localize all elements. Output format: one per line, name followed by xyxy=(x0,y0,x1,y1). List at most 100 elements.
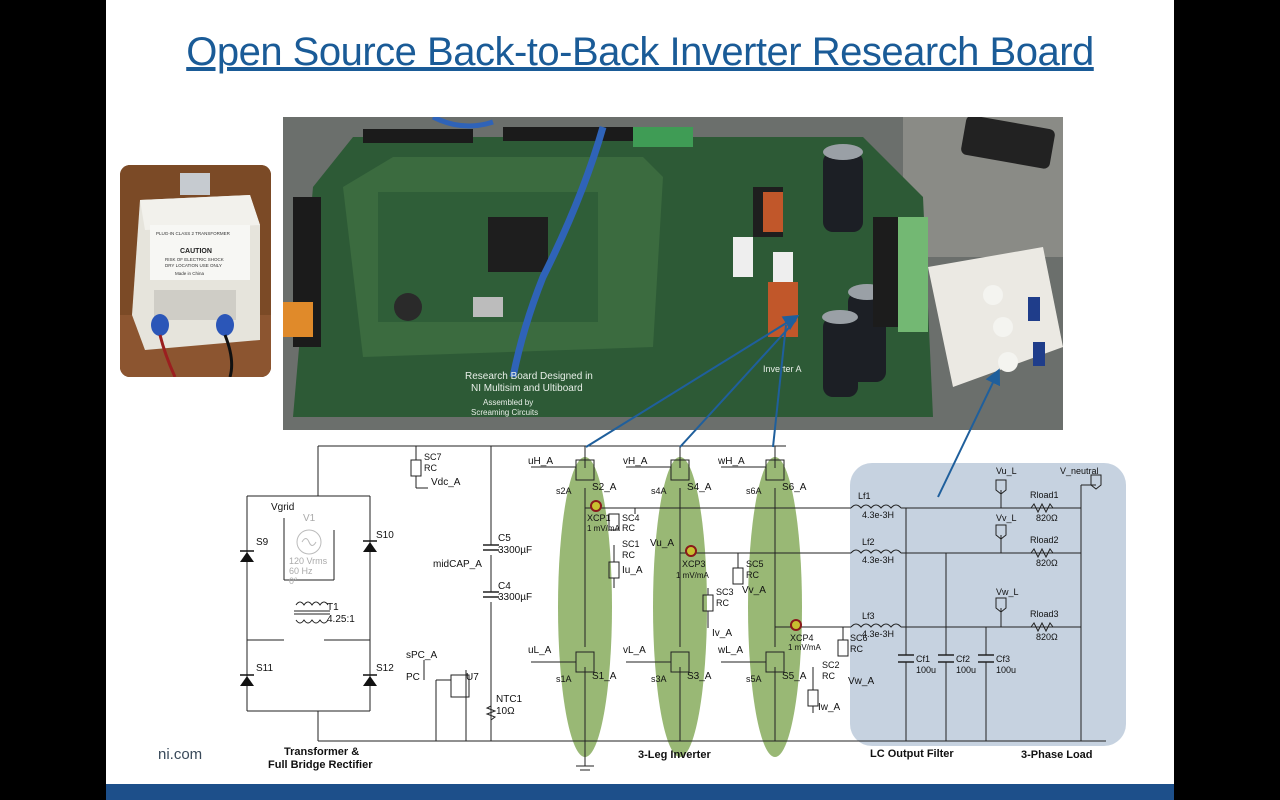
switch-s5 xyxy=(765,651,785,673)
label-sc6-rc: RC xyxy=(850,644,863,654)
section-label-lc-filter: LC Output Filter xyxy=(870,748,954,760)
label-switch-s2: S2_A xyxy=(592,482,617,493)
label-gate-vh: vH_A xyxy=(623,456,648,467)
warning-label xyxy=(150,225,250,280)
probe-xcp3-icon xyxy=(685,545,697,557)
transformer-illustration: PLUG-IN CLASS 2 TRANSFORMER CAUTION RISK… xyxy=(120,165,271,377)
rload3-icon xyxy=(1030,621,1054,633)
label-xcp3-scale: 1 mV/mA xyxy=(676,571,710,580)
transformer-label-line: Made in China xyxy=(175,271,205,276)
label-xcp4-scale: 1 mV/mA xyxy=(788,643,822,652)
label-sc3-rc: RC xyxy=(716,598,729,608)
label-sc4-rc: RC xyxy=(622,523,635,533)
slide-title[interactable]: Open Source Back-to-Back Inverter Resear… xyxy=(186,30,1094,74)
switch-s6 xyxy=(765,459,785,481)
sensor-sc1 xyxy=(608,561,620,579)
diode-s9-icon xyxy=(240,552,254,562)
transformer-label-line: PLUG-IN CLASS 2 TRANSFORMER xyxy=(156,231,231,236)
label-gate-uh: uH_A xyxy=(528,456,553,467)
switch-s3 xyxy=(670,651,690,673)
ac-source-icon xyxy=(296,529,322,555)
label-rload1-value: 820Ω xyxy=(1036,513,1058,523)
transformer-label-line: DRY LOCATION USE ONLY xyxy=(165,263,222,268)
label-s9: S9 xyxy=(256,537,269,548)
board-silkscreen-line: Research Board Designed in xyxy=(465,371,593,382)
switch-s4 xyxy=(670,459,690,481)
label-sc2: SC2 xyxy=(822,660,840,670)
label-rload3-value: 820Ω xyxy=(1036,632,1058,642)
sensor-sc7 xyxy=(410,459,422,477)
label-sense-s2a: s2A xyxy=(556,486,572,496)
transformer-label-line: RISK OF ELECTRIC SHOCK xyxy=(165,257,224,262)
sensor-sc3 xyxy=(702,594,714,612)
label-gate-wl: wL_A xyxy=(717,645,743,656)
label-switch-s1: S1_A xyxy=(592,671,617,682)
label-sc2-rc: RC xyxy=(822,671,835,681)
label-gate-ul: uL_A xyxy=(528,645,552,656)
label-sense-s3a: s3A xyxy=(651,674,667,684)
diode-s12-icon xyxy=(363,676,377,686)
ntc-resistor-icon xyxy=(485,705,497,721)
node-vu-l-icon xyxy=(995,479,1007,495)
probe-xcp1-icon xyxy=(590,500,602,512)
node-vw-l-icon xyxy=(995,597,1007,613)
label-sense-s1a: s1A xyxy=(556,674,572,684)
switch-s2 xyxy=(575,459,595,481)
rectifier-diodes xyxy=(240,542,377,686)
label-c5: C5 xyxy=(498,533,511,544)
switch-s1 xyxy=(575,651,595,673)
label-xcp4: XCP4 xyxy=(790,633,814,643)
arrow-leg-w xyxy=(772,324,787,448)
label-t1: T1 xyxy=(327,602,339,613)
label-s11: S11 xyxy=(256,663,273,674)
label-cf3: Cf3 xyxy=(996,654,1010,664)
inductor-lf3-icon xyxy=(850,623,902,628)
arrow-filter xyxy=(937,368,1001,498)
label-v1: V1 xyxy=(303,513,316,524)
terminal-block xyxy=(633,127,693,147)
footer-url[interactable]: ni.com xyxy=(158,746,203,763)
label-c5-value: 3300µF xyxy=(498,545,532,556)
label-t1-ratio: 4.25:1 xyxy=(327,614,355,625)
label-xcp1: XCP1 xyxy=(587,513,611,523)
label-lf2-value: 4.3e-3H xyxy=(862,555,894,565)
lc-filter-region xyxy=(850,463,1126,746)
label-s12: S12 xyxy=(376,663,394,674)
section-label-rectifier: Full Bridge Rectifier xyxy=(268,759,373,771)
label-lf3-value: 4.3e-3H xyxy=(862,629,894,639)
label-spc: sPC_A xyxy=(406,650,437,661)
diode-s11-icon xyxy=(240,676,254,686)
label-lf1-value: 4.3e-3H xyxy=(862,510,894,520)
label-vgrid: Vgrid xyxy=(271,502,294,513)
wall-adapter xyxy=(961,117,1055,169)
label-vw-l: Vw_L xyxy=(996,587,1019,597)
label-sc4: SC4 xyxy=(622,513,640,523)
label-sense-s6a: s6A xyxy=(746,486,762,496)
label-cf1-value: 100u xyxy=(916,665,936,675)
label-sc7-rc: RC xyxy=(424,463,437,473)
label-switch-s4: S4_A xyxy=(687,482,712,493)
label-sense-s4a: s4A xyxy=(651,486,667,496)
label-lf3: Lf3 xyxy=(862,611,875,621)
label-sc1-rc: RC xyxy=(622,550,635,560)
label-sc6: SC6 xyxy=(850,633,868,643)
label-xcp1-scale: 1 mV/mA xyxy=(587,524,621,533)
label-xcp3: XCP3 xyxy=(682,559,706,569)
terminal-lug xyxy=(151,314,169,336)
label-iv: Iv_A xyxy=(712,628,732,639)
label-rload1: Rload1 xyxy=(1030,490,1059,500)
rload1-icon xyxy=(1030,502,1054,514)
label-vdc: Vdc_A xyxy=(431,477,461,488)
board-illustration: Research Board Designed in NI Multisim a… xyxy=(283,117,1063,430)
label-v1-freq: 60 Hz xyxy=(289,566,313,576)
transformer-photo: PLUG-IN CLASS 2 TRANSFORMER CAUTION RISK… xyxy=(120,165,271,377)
label-midcap: midCAP_A xyxy=(433,559,482,570)
arrow-leg-v xyxy=(679,319,797,448)
label-c4-value: 3300µF xyxy=(498,592,532,603)
board-photo: Research Board Designed in NI Multisim a… xyxy=(283,117,1063,430)
label-v1-phase: 0° xyxy=(289,576,298,586)
label-v1-voltage: 120 Vrms xyxy=(289,556,328,566)
section-label-transformer: Transformer & xyxy=(284,746,359,758)
board-silkscreen-line: Assembled by xyxy=(483,398,533,407)
label-lf1: Lf1 xyxy=(858,491,871,501)
